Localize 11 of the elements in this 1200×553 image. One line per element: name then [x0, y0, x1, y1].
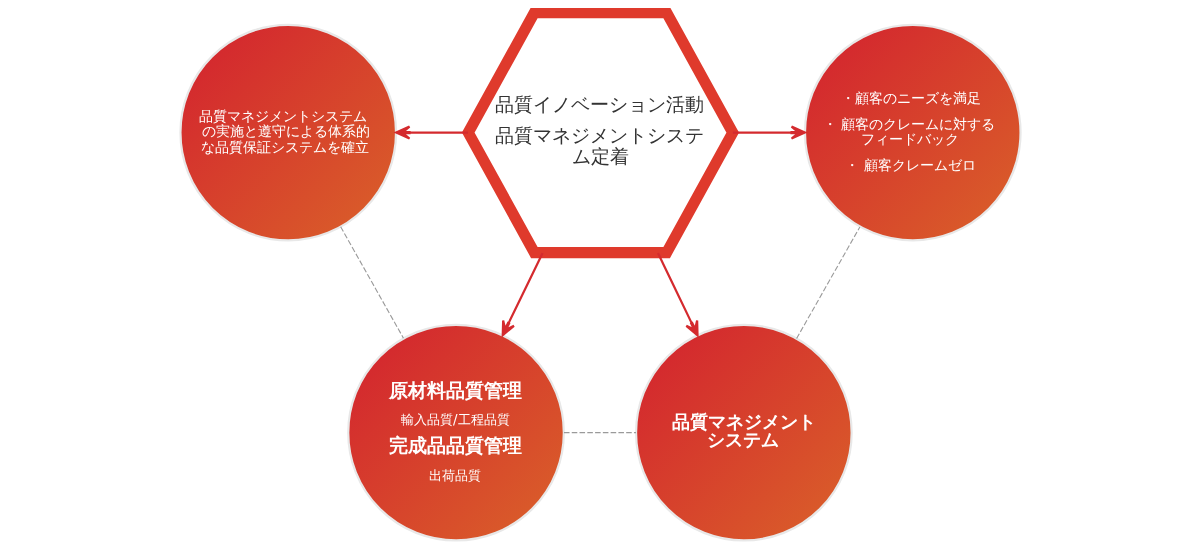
connector — [562, 432, 637, 434]
connector — [795, 226, 860, 340]
arrow — [656, 252, 699, 337]
node-circle: 原材料品質管理 輸入品質/工程品質 完成品品質管理 出荷品質 — [346, 323, 565, 542]
arrow — [394, 125, 468, 140]
node-circle: 品質マネジメントシステムの実施と遵守による体系的な品質保証システムを確立 — [178, 23, 397, 242]
node-circle: 品質マネジメントシステム — [634, 323, 853, 542]
node-circle: ・顧客のニーズを満足 ・ 顧客のクレームに対するフィードバック ・ 顧客クレームゼロ — [803, 23, 1022, 242]
connector — [339, 226, 404, 339]
arrow — [732, 125, 806, 140]
arrow — [501, 252, 544, 337]
